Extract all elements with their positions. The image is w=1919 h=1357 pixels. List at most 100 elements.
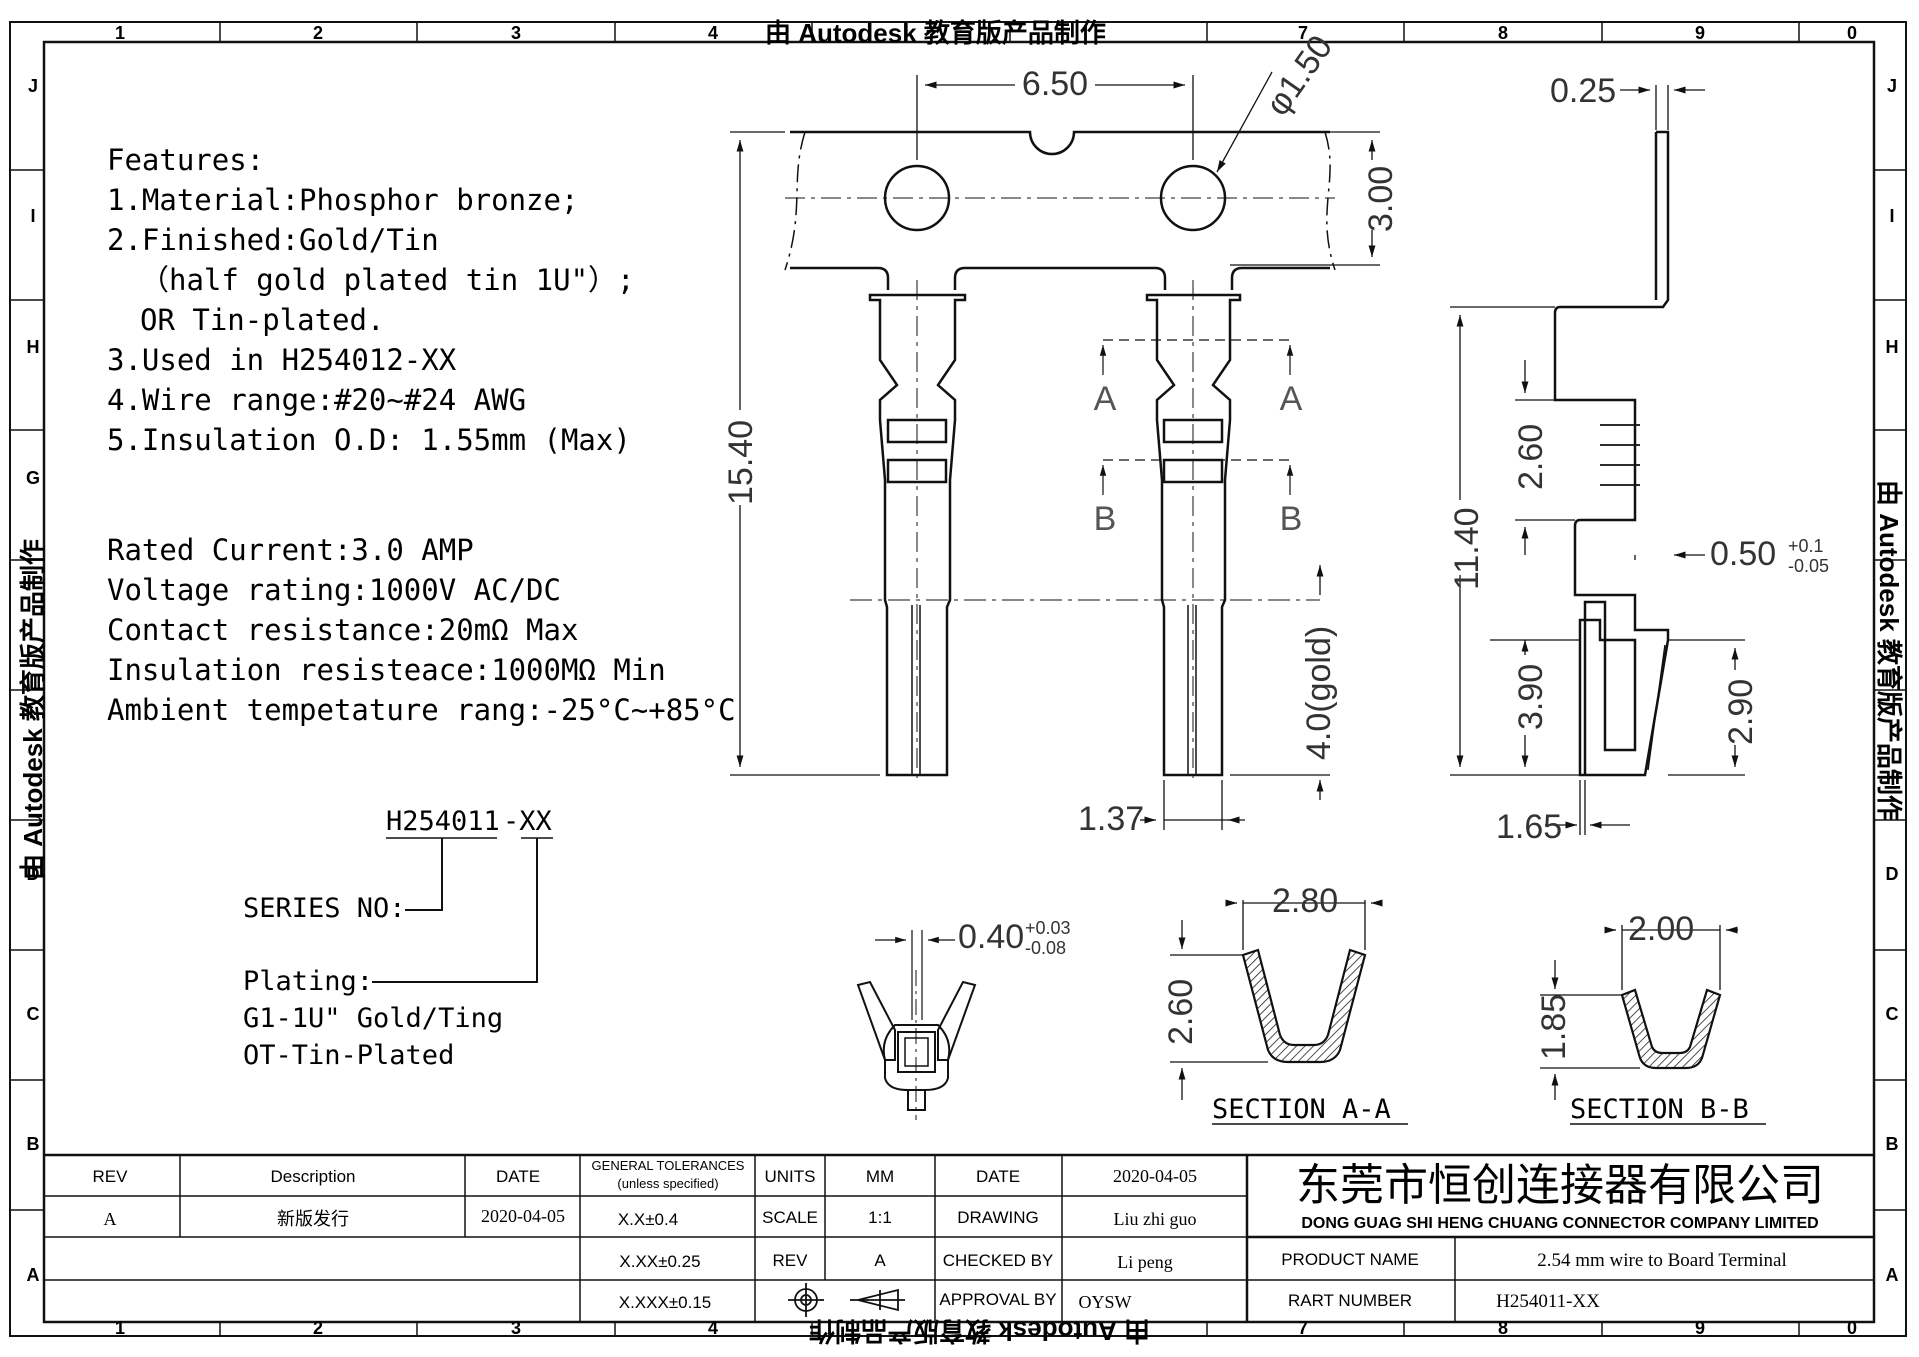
outer-frame: [9, 21, 1907, 1337]
rev-value: A: [874, 1251, 886, 1270]
dim-width-top: 6.50: [1022, 65, 1088, 103]
grid-row-label: B: [1886, 1134, 1899, 1154]
cut-mark-b: B: [1280, 500, 1303, 538]
drawing-value: Liu zhi guo: [1114, 1209, 1197, 1229]
section-cut-letters: A A B B: [1094, 380, 1303, 538]
drawing-label: DRAWING: [957, 1208, 1039, 1227]
inner-frame: [42, 40, 1876, 1324]
front-dimension-text: 6.50 φ1.50 3.00 15.40 4.0(gold) 1.37: [722, 29, 1400, 838]
rating-line: Rated Current:3.0 AMP: [107, 533, 474, 567]
grid-col-label: 3: [511, 1318, 521, 1338]
tolerance-3: X.XXX±0.15: [619, 1293, 712, 1312]
tolerance-header: GENERAL TOLERANCES: [592, 1158, 745, 1173]
plating-label: Plating:: [243, 966, 373, 997]
title-block: [44, 1153, 1874, 1322]
description-header: Description: [270, 1167, 355, 1186]
feature-line: OR Tin-plated.: [140, 303, 384, 337]
company-name-cn: 东莞市恒创连接器有限公司: [1296, 1161, 1824, 1210]
plating-option: G1-1U" Gold/Ting: [243, 1003, 503, 1034]
grid-row-label: D: [1886, 864, 1899, 884]
rating-line: Insulation resisteace:1000MΩ Min: [107, 653, 666, 687]
dim-tol-040-up: +0.03: [1025, 918, 1071, 938]
feature-line: 4.Wire range:#20~#24 AWG: [107, 383, 526, 417]
features-title: Features:: [107, 143, 264, 177]
date-label: DATE: [976, 1167, 1020, 1186]
grid-row-label: B: [27, 1134, 40, 1154]
units-label: UNITS: [765, 1167, 816, 1186]
dim-pitch-v: 3.00: [1362, 166, 1400, 232]
rating-line: Ambient tempetature rang:-25°C~+85°C: [107, 693, 736, 727]
date-header: DATE: [496, 1167, 540, 1186]
feature-line: 5.Insulation O.D: 1.55mm (Max): [107, 423, 631, 457]
units-value: MM: [866, 1167, 894, 1186]
section-b-label: SECTION B-B: [1570, 1094, 1749, 1125]
section-b-b: 2.00 1.85 SECTION B-B: [1535, 910, 1766, 1125]
rev-label: REV: [773, 1251, 809, 1270]
cut-mark-b: B: [1094, 500, 1117, 538]
dim-total-length: 15.40: [722, 420, 760, 505]
date-value: 2020-04-05: [1113, 1166, 1197, 1186]
dim-tol-050-down: -0.05: [1788, 556, 1829, 576]
grid-col-label: 8: [1498, 23, 1508, 43]
grid-col-label: 1: [115, 1318, 125, 1338]
side-dimension-lines: [1450, 85, 1745, 835]
part-code-suffix: -XX: [503, 806, 552, 837]
end-view: [856, 930, 977, 1120]
dim-tol-040-down: -0.08: [1025, 938, 1066, 958]
approval-value: OYSW: [1079, 1292, 1132, 1312]
feature-line: （half gold plated tin 1U"）;: [140, 263, 635, 297]
grid-row-label: H: [27, 337, 40, 357]
part-number-label: RART NUMBER: [1288, 1291, 1412, 1310]
dim-side-050: 0.50: [1710, 535, 1776, 573]
rev-header: REV: [93, 1167, 129, 1186]
watermark-bottom: 由 Autodesk 教育版产品制作: [809, 1316, 1150, 1346]
grid-col-label: 3: [511, 23, 521, 43]
tolerance-2: X.XX±0.25: [619, 1252, 700, 1271]
grid-row-label: C: [1886, 1004, 1899, 1024]
dim-gold-length: 4.0(gold): [1300, 626, 1338, 760]
grid-row-label: I: [1889, 206, 1894, 226]
grid-row-label: H: [1886, 337, 1899, 357]
projection-symbol-icon: [788, 1283, 905, 1317]
end-dimension-text: 0.40 +0.03 -0.08: [958, 918, 1071, 958]
grid-ticks: [10, 22, 1906, 1336]
section-cut-markers: [1099, 339, 1294, 495]
section-a-label: SECTION A-A: [1212, 1094, 1391, 1125]
grid-col-label: 4: [708, 1318, 718, 1338]
rating-line: Contact resistance:20mΩ Max: [107, 613, 578, 647]
product-name-value: 2.54 mm wire to Board Terminal: [1537, 1250, 1787, 1271]
grid-column-labels: 1 2 3 4 7 8 9 0 1 2 3 4 7 8 9 0: [115, 23, 1857, 1338]
grid-row-label: D: [27, 864, 40, 884]
checked-label: CHECKED BY: [943, 1251, 1054, 1270]
dim-side-260: 2.60: [1512, 424, 1550, 490]
dim-sec-b-height: 1.85: [1535, 994, 1573, 1060]
grid-row-label: A: [1886, 1265, 1899, 1285]
rev-row-rev: A: [104, 1209, 117, 1229]
cut-mark-a: A: [1280, 380, 1303, 418]
dim-end-040: 0.40: [958, 918, 1024, 956]
feature-line: 1.Material:Phosphor bronze;: [107, 183, 578, 217]
dim-side-290: 2.90: [1722, 679, 1760, 745]
grid-row-labels: J I H G D C B A J I H D C B A: [26, 76, 1899, 1285]
product-name-label: PRODUCT NAME: [1281, 1250, 1419, 1269]
grid-col-label: 2: [313, 1318, 323, 1338]
series-label: SERIES NO:: [243, 893, 406, 924]
part-number-value: H254011-XX: [1496, 1291, 1600, 1312]
side-view: [1553, 130, 1670, 777]
front-view: [784, 130, 1336, 780]
grid-col-label: 0: [1847, 23, 1857, 43]
rev-row-date: 2020-04-05: [481, 1206, 565, 1226]
grid-row-label: J: [28, 76, 38, 96]
front-dimension-lines: [730, 71, 1380, 830]
dim-sec-a-height: 2.60: [1162, 979, 1200, 1045]
feature-line: 3.Used in H254012-XX: [107, 343, 457, 377]
grid-row-label: J: [1887, 76, 1897, 96]
plating-option: OT-Tin-Plated: [243, 1040, 454, 1071]
scale-label: SCALE: [762, 1208, 818, 1227]
grid-row-label: I: [30, 206, 35, 226]
feature-line: 2.Finished:Gold/Tin: [107, 223, 439, 257]
cut-mark-a: A: [1094, 380, 1117, 418]
rev-row-description: 新版发行: [277, 1209, 349, 1229]
dim-side-165: 1.65: [1496, 808, 1562, 846]
